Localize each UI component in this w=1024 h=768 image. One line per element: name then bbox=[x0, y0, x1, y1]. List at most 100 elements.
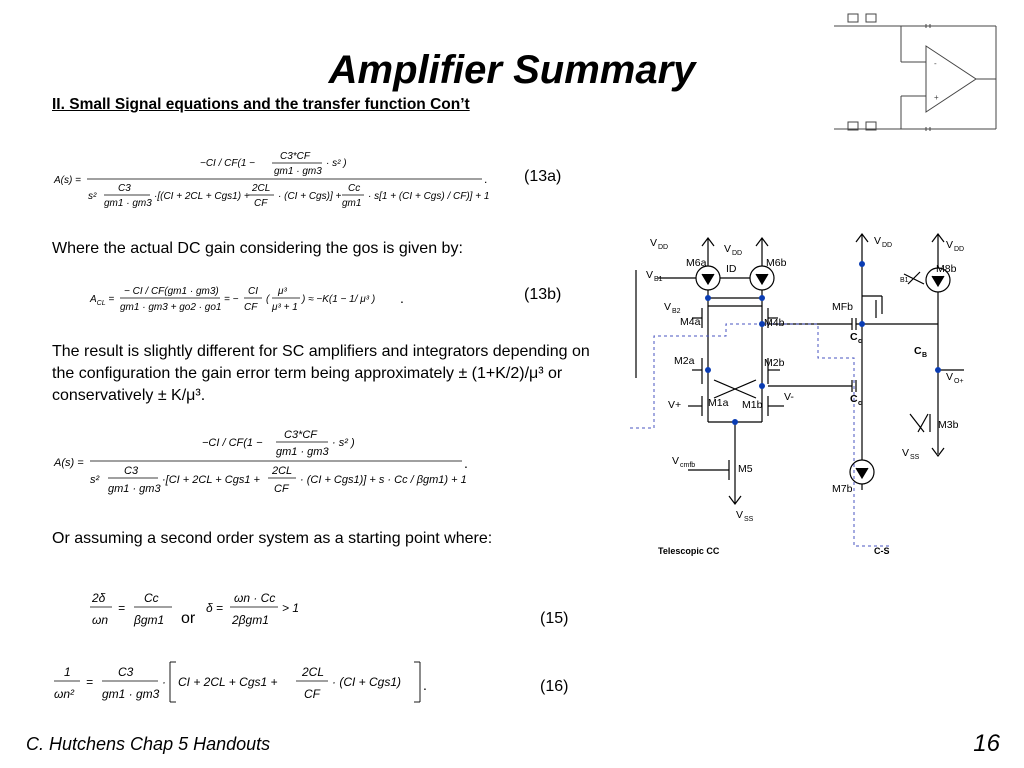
svg-text:C-S: C-S bbox=[874, 546, 890, 556]
svg-text:· (CI + Cgs1): · (CI + Cgs1) bbox=[332, 675, 401, 689]
svg-text:-: - bbox=[934, 59, 937, 68]
svg-text:gm1 · gm3: gm1 · gm3 bbox=[102, 687, 160, 701]
svg-text:c: c bbox=[858, 338, 862, 345]
svg-text:Cc: Cc bbox=[144, 591, 159, 605]
svg-text:·[(CI + 2CL + Cgs1) +: ·[(CI + 2CL + Cgs1) + bbox=[154, 191, 250, 202]
svg-text:2CL: 2CL bbox=[301, 665, 324, 679]
svg-text:> 1: > 1 bbox=[282, 601, 299, 615]
svg-text:M6b: M6b bbox=[766, 257, 787, 269]
eq13a-label: (13a) bbox=[524, 168, 562, 185]
svg-text:cmfb: cmfb bbox=[680, 462, 695, 469]
svg-text:(: ( bbox=[266, 294, 271, 305]
svg-text:CI + 2CL + Cgs1 +: CI + 2CL + Cgs1 + bbox=[178, 675, 278, 689]
svg-text:.: . bbox=[423, 677, 427, 693]
svg-text:CF: CF bbox=[254, 198, 268, 209]
para-dc-gain: Where the actual DC gain considering the… bbox=[52, 240, 463, 257]
svg-text:c: c bbox=[858, 400, 862, 407]
eq13b-label: (13b) bbox=[524, 286, 562, 303]
svg-text:DD: DD bbox=[732, 250, 742, 257]
svg-text:1: 1 bbox=[64, 665, 71, 679]
svg-text:M1b: M1b bbox=[742, 399, 763, 411]
slide-subtitle: II. Small Signal equations and the trans… bbox=[52, 96, 470, 113]
para-second-order: Or assuming a second order system as a s… bbox=[52, 530, 493, 547]
svg-text:= −: = − bbox=[224, 294, 239, 305]
equation-13b: ACL = − CI / CF(gm1 · gm3) gm1 · gm3 + g… bbox=[89, 286, 404, 313]
svg-text:C3*CF: C3*CF bbox=[284, 429, 318, 441]
svg-text:gm1 · gm3: gm1 · gm3 bbox=[276, 446, 329, 458]
svg-text:V: V bbox=[672, 455, 679, 467]
svg-text:2δ: 2δ bbox=[91, 591, 106, 605]
svg-text:gm1 · gm3 + go2 · go1: gm1 · gm3 + go2 · go1 bbox=[120, 302, 221, 313]
svg-text:M4a: M4a bbox=[680, 316, 701, 328]
svg-text:Telescopic CC: Telescopic CC bbox=[658, 546, 720, 556]
svg-text:μ³: μ³ bbox=[277, 286, 287, 297]
svg-text:V: V bbox=[946, 239, 953, 251]
svg-text:A(s) =: A(s) = bbox=[53, 457, 84, 469]
footer-course-label: C. Hutchens Chap 5 Handouts bbox=[26, 734, 271, 754]
svg-text:CF: CF bbox=[274, 483, 290, 495]
svg-text:V: V bbox=[874, 235, 881, 247]
svg-text:V-: V- bbox=[784, 391, 794, 403]
svg-text:· s² ): · s² ) bbox=[332, 437, 355, 449]
svg-text:ID: ID bbox=[726, 263, 737, 275]
svg-text:V+: V+ bbox=[668, 399, 681, 411]
svg-text:· (CI + Cgs1)] + s · Cc / βgm1: · (CI + Cgs1)] + s · Cc / βgm1) + 1 bbox=[300, 474, 467, 486]
svg-text:−CI / CF(1 −: −CI / CF(1 − bbox=[202, 437, 263, 449]
svg-text:.: . bbox=[484, 172, 487, 186]
svg-text:) ≈ −K(1 − 1/ μ³ ): ) ≈ −K(1 − 1/ μ³ ) bbox=[301, 294, 375, 305]
svg-text:·: · bbox=[162, 675, 166, 689]
svg-text:2CL: 2CL bbox=[251, 183, 270, 194]
svg-text:M7b: M7b bbox=[832, 483, 853, 495]
svg-text:M4b: M4b bbox=[764, 317, 785, 329]
svg-text:C: C bbox=[914, 345, 922, 357]
svg-text:B: B bbox=[922, 352, 927, 359]
svg-text:gm1 · gm3: gm1 · gm3 bbox=[274, 166, 322, 177]
svg-text:gm1 · gm3: gm1 · gm3 bbox=[104, 198, 152, 209]
svg-text:ωn: ωn bbox=[92, 613, 108, 627]
equation-14: A(s) = −CI / CF(1 − C3*CF gm1 · gm3 · s²… bbox=[53, 429, 468, 495]
svg-text:s²: s² bbox=[90, 474, 100, 486]
svg-text:B1: B1 bbox=[654, 276, 663, 283]
svg-text:μ³ + 1: μ³ + 1 bbox=[271, 302, 298, 313]
svg-text:C: C bbox=[850, 393, 858, 405]
svg-text:B2: B2 bbox=[672, 308, 681, 315]
svg-text:2CL: 2CL bbox=[271, 465, 292, 477]
svg-text:O+: O+ bbox=[954, 378, 964, 385]
svg-text:βgm1: βgm1 bbox=[133, 613, 164, 627]
eq16-label: (16) bbox=[540, 678, 569, 695]
svg-text:DD: DD bbox=[954, 246, 964, 253]
svg-text:gm1 · gm3: gm1 · gm3 bbox=[108, 483, 161, 495]
svg-text:V: V bbox=[902, 447, 909, 459]
svg-text:CF: CF bbox=[244, 302, 258, 313]
svg-text:C3*CF: C3*CF bbox=[280, 151, 311, 162]
svg-text:V: V bbox=[650, 237, 657, 249]
svg-text:C3: C3 bbox=[118, 183, 131, 194]
svg-text:M3b: M3b bbox=[938, 419, 959, 431]
svg-text:=: = bbox=[118, 601, 125, 615]
svg-text:V: V bbox=[736, 509, 743, 521]
svg-text:SS: SS bbox=[744, 516, 754, 523]
svg-text:C: C bbox=[850, 331, 858, 343]
equation-16: 1 ωn² = C3 gm1 · gm3 · CI + 2CL + Cgs1 +… bbox=[54, 661, 427, 703]
svg-text:.: . bbox=[464, 455, 468, 471]
slide-title: Amplifier Summary bbox=[328, 48, 696, 92]
svg-text:· s² ): · s² ) bbox=[326, 158, 347, 169]
svg-text:δ =: δ = bbox=[206, 601, 223, 615]
opamp-thumbnail-diagram: - + bbox=[834, 13, 997, 131]
svg-text:=: = bbox=[86, 675, 93, 689]
svg-text:· s[1 + (CI + Cgs) / CF)] + 1: · s[1 + (CI + Cgs) / CF)] + 1 bbox=[368, 191, 489, 202]
eq15-label: (15) bbox=[540, 610, 569, 627]
svg-text:2βgm1: 2βgm1 bbox=[231, 613, 269, 627]
svg-text:A(s) =: A(s) = bbox=[53, 175, 81, 186]
svg-text:C3: C3 bbox=[118, 665, 134, 679]
svg-text:M5: M5 bbox=[738, 463, 753, 475]
svg-text:M8b: M8b bbox=[936, 263, 957, 275]
svg-text:.: . bbox=[400, 290, 404, 306]
svg-text:V: V bbox=[664, 301, 671, 313]
svg-text:V: V bbox=[946, 371, 953, 383]
svg-text:CF: CF bbox=[304, 687, 321, 701]
svg-text:gm1: gm1 bbox=[342, 198, 361, 209]
svg-text:DD: DD bbox=[658, 244, 668, 251]
svg-text:· (CI + Cgs)] +: · (CI + Cgs)] + bbox=[278, 191, 342, 202]
